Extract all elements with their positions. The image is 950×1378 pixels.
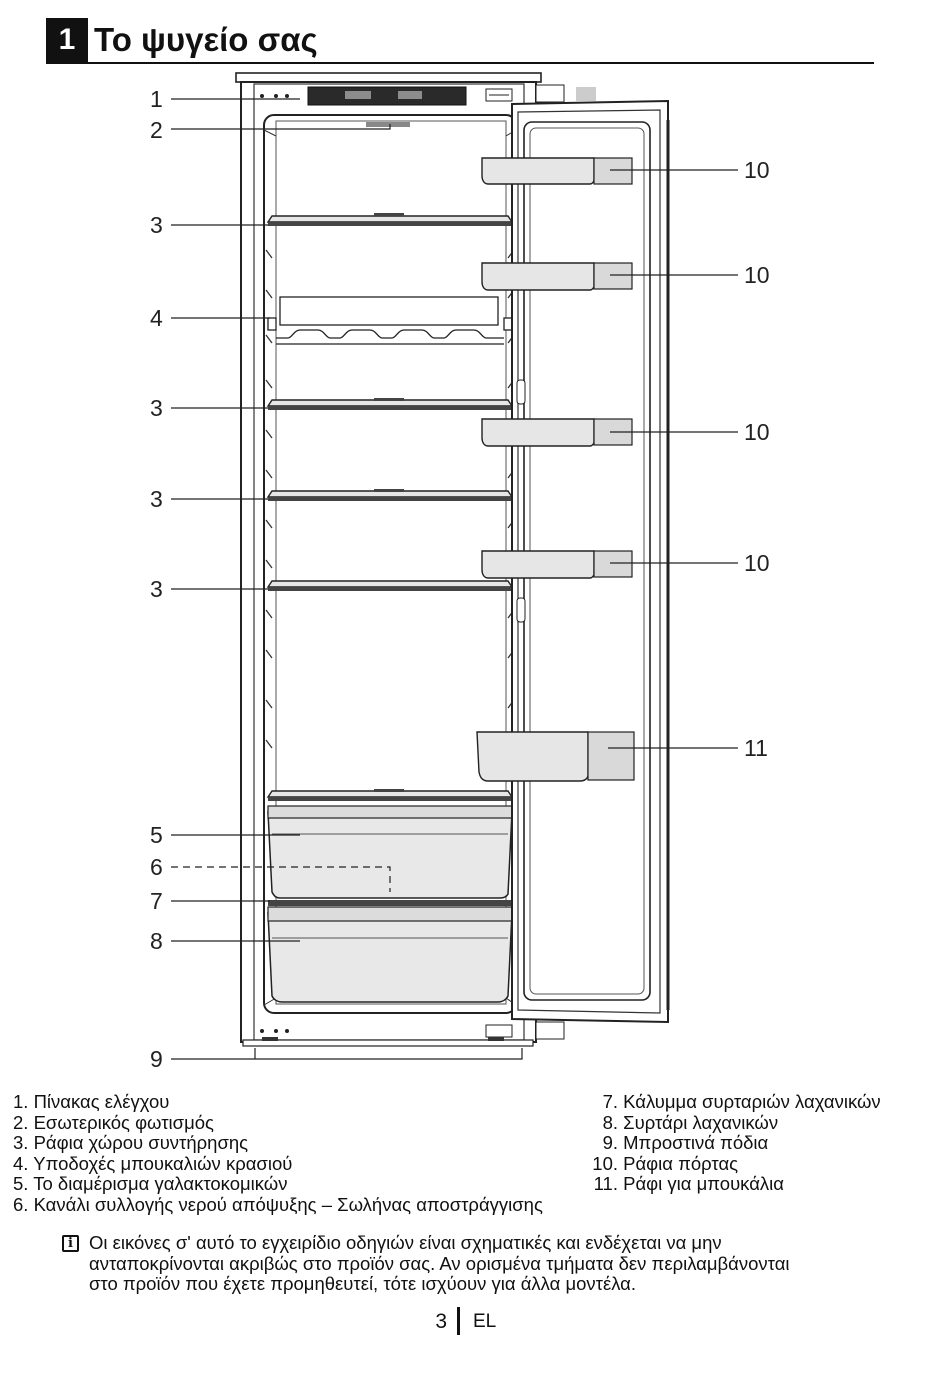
callout-label: 10 — [744, 157, 770, 183]
callout-labels: 1 2 3 4 3 3 3 5 6 7 8 9 10 10 10 10 11 — [150, 86, 770, 1072]
legend-text: Μπροστινά πόδια — [623, 1132, 769, 1153]
legend-number: 7. — [602, 1091, 618, 1112]
callout-label: 3 — [150, 486, 163, 512]
info-icon: i — [62, 1235, 79, 1252]
section-title: Το ψυγείο σας — [94, 21, 318, 58]
legend-text: Ράφι για μπουκάλια — [623, 1173, 784, 1194]
language-code: EL — [473, 1311, 497, 1332]
callout-label: 7 — [150, 888, 163, 914]
control-panel — [307, 86, 467, 106]
callout-label: 6 — [150, 854, 163, 880]
note-line: στο προϊόν που έχετε προμηθευτεί, τότε ι… — [89, 1273, 637, 1294]
crisper-cover — [266, 789, 514, 801]
wine-rack — [267, 296, 513, 345]
legend-item: 1. Πίνακας ελέγχου — [13, 1091, 170, 1112]
legend-number: 10. — [592, 1152, 618, 1174]
legend-left: 1. Πίνακας ελέγχου 2. Εσωτερικός φωτισμό… — [13, 1091, 543, 1215]
callout-label: 11 — [744, 735, 768, 761]
bottle-shelf — [476, 731, 635, 782]
refrigerator-diagram: 1 2 3 4 3 3 3 5 6 7 8 9 10 10 10 10 11 — [150, 72, 770, 1072]
crisper-separator — [268, 900, 512, 906]
callout-label: 5 — [150, 822, 163, 848]
callout-label: 1 — [150, 86, 163, 112]
footer-divider — [457, 1307, 460, 1335]
callout-label: 10 — [744, 419, 770, 445]
callout-label: 10 — [744, 550, 770, 576]
interior-light — [366, 122, 410, 127]
vegetable-drawer — [267, 906, 513, 1003]
legend-item: 3. Ράφια χώρου συντήρησης — [13, 1132, 249, 1153]
door-shelf-3 — [481, 418, 633, 447]
legend-text: Κάλυμμα συρταριών λαχανικών — [623, 1091, 881, 1112]
legend-item: 9. Μπροστινά πόδια — [582, 1132, 881, 1154]
legend-number: 9. — [602, 1132, 618, 1153]
door-shelf-1 — [481, 157, 633, 185]
page-footer: 3 EL — [0, 1307, 950, 1337]
legend-item: 7. Κάλυμμα συρταριών λαχανικών — [582, 1091, 881, 1113]
section-number: 1 — [46, 18, 88, 62]
section-header: 1 Το ψυγείο σας — [46, 18, 874, 64]
legend-text: Συρτάρι λαχανικών — [623, 1111, 779, 1133]
bottom-trim — [242, 1039, 534, 1047]
legend-number: 11. — [593, 1173, 618, 1194]
leader-lines — [171, 98, 738, 1060]
legend-item: 5. Το διαμέρισμα γαλακτοκομικών — [13, 1173, 288, 1194]
callout-label: 3 — [150, 395, 163, 421]
page-number: 3 — [435, 1310, 447, 1333]
callout-label: 4 — [150, 305, 163, 331]
legend-item: 2. Εσωτερικός φωτισμός — [13, 1111, 214, 1133]
dairy-drawer — [267, 805, 513, 899]
legend-item: 8. Συρτάρι λαχανικών — [582, 1111, 881, 1134]
legend-text: Ράφια πόρτας — [623, 1152, 739, 1174]
callout-label: 8 — [150, 928, 163, 954]
glass-shelf-3 — [266, 489, 514, 501]
legend-item: 10. Ράφια πόρτας — [582, 1152, 881, 1175]
door-shelf-2 — [481, 262, 633, 291]
door-shelf-4 — [481, 550, 633, 579]
glass-shelf-2 — [266, 398, 514, 410]
callout-label: 3 — [150, 576, 163, 602]
callout-label: 9 — [150, 1046, 163, 1072]
note-line: ανταποκρίνονται ακριβώς στο προϊόν σας. … — [89, 1252, 790, 1274]
callout-label: 3 — [150, 212, 163, 238]
legend-item: 6. Κανάλι συλλογής νερού απόψυξης – Σωλή… — [13, 1193, 543, 1215]
callout-label: 10 — [744, 262, 770, 288]
note-line: Οι εικόνες σ' αυτό το εγχειρίδιο οδηγιών… — [89, 1232, 722, 1253]
legend-item: 11. Ράφι για μπουκάλια — [582, 1173, 881, 1195]
legend-right: 7. Κάλυμμα συρταριών λαχανικών 8. Συρτάρ… — [582, 1091, 881, 1195]
top-trim — [235, 72, 542, 83]
legend-number: 8. — [602, 1111, 618, 1133]
glass-shelf-4 — [266, 580, 514, 591]
glass-shelf-1 — [266, 213, 514, 226]
legend-item: 4. Υποδοχές μπουκαλιών κρασιού — [13, 1152, 293, 1174]
callout-label: 2 — [150, 117, 163, 143]
